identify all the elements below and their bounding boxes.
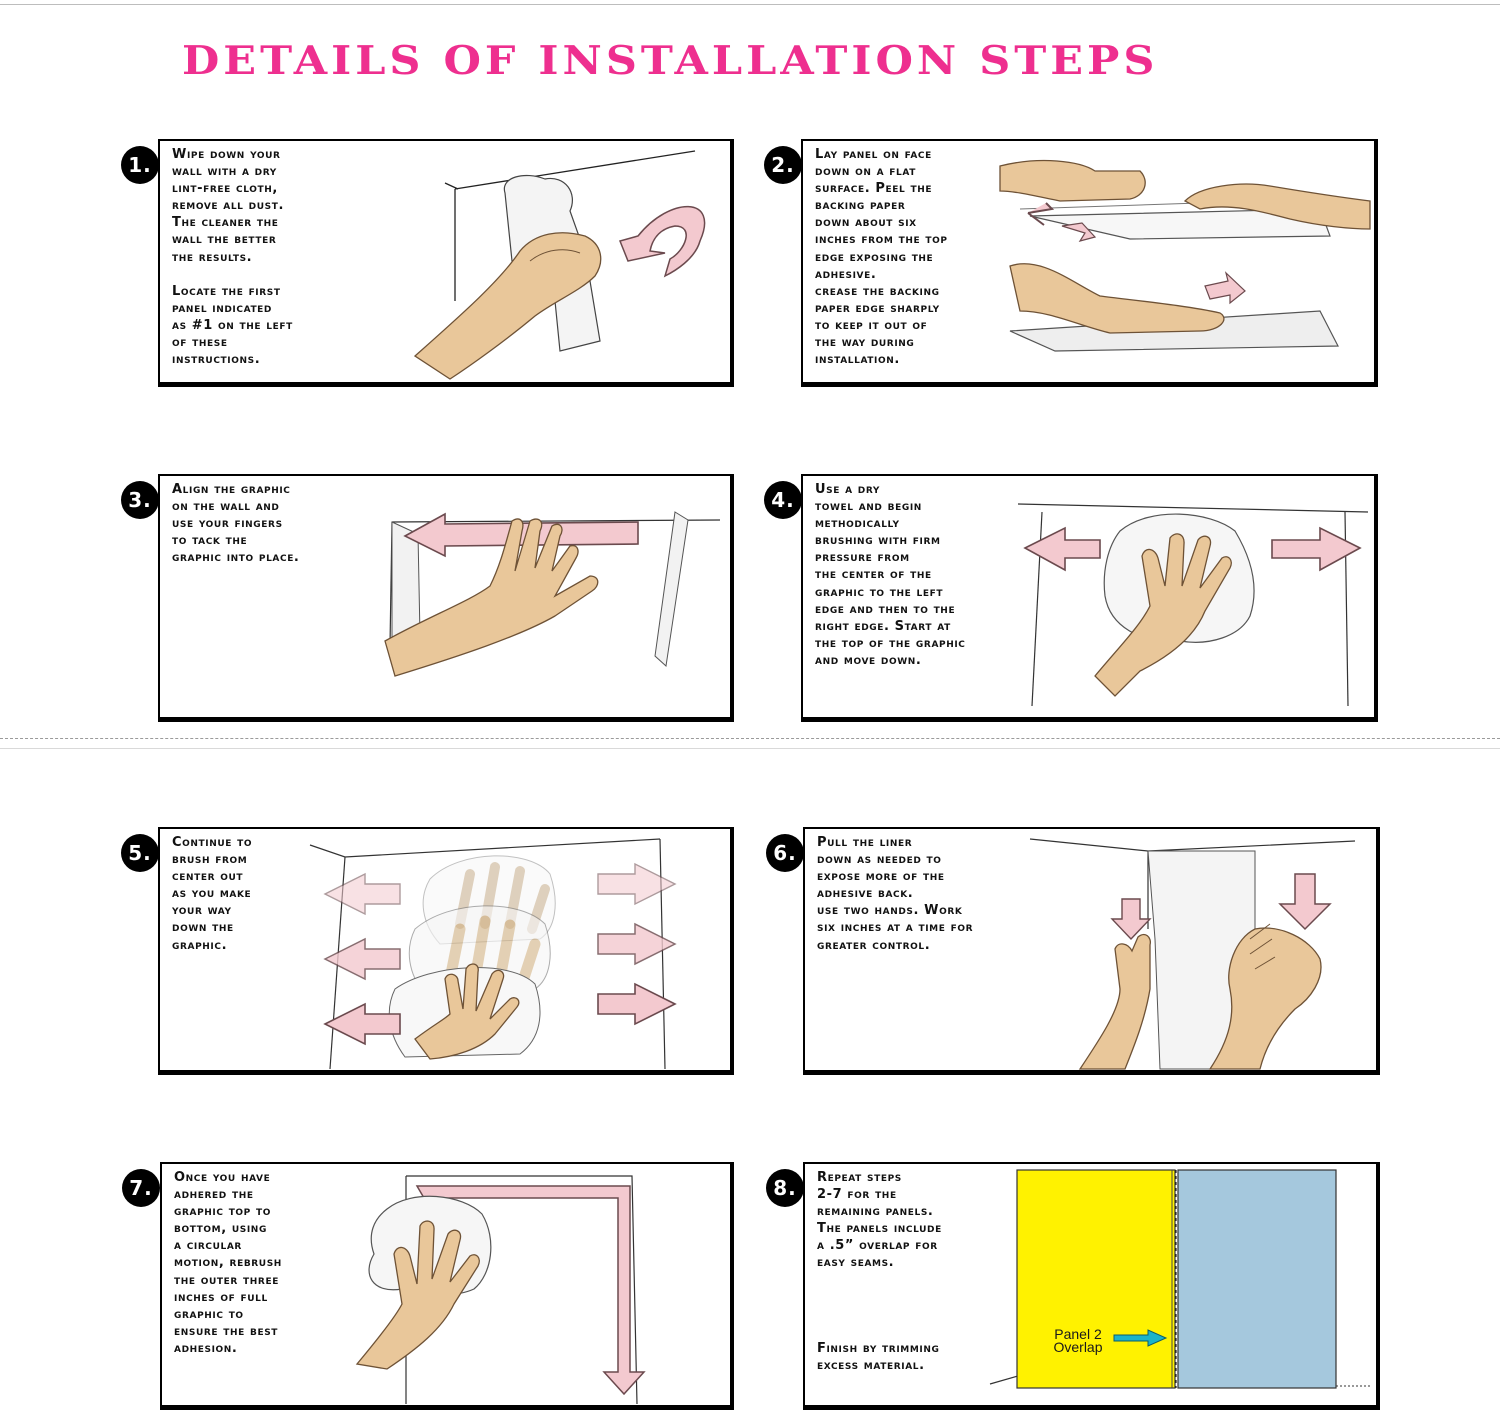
step-instructions: Lay panel on face down on a flat surface… — [815, 147, 948, 368]
step-instructions: Align the graphic on the wall and use yo… — [172, 482, 300, 566]
hand-wiping-wall-icon — [413, 150, 706, 380]
page-divider — [0, 738, 1500, 739]
step-finishing-note: Finish by trimming excess material. — [817, 1341, 940, 1374]
step-number-badge: 1. — [121, 146, 159, 184]
hands-peeling-backing-icon — [999, 159, 1371, 352]
hand-tacking-graphic-icon — [384, 511, 721, 677]
overlap-label-line-2: Overlap — [1053, 1339, 1103, 1355]
step-number-badge: 4. — [764, 481, 802, 519]
step-instructions: Repeat steps 2-7 for the remaining panel… — [817, 1170, 942, 1271]
panel-overlap-diagram — [989, 1169, 1370, 1389]
step-instructions: Pull the liner down as needed to expose … — [817, 835, 974, 953]
step-number-badge: 3. — [121, 481, 159, 519]
step-card-4 — [801, 474, 1378, 722]
page-title: DETAILS OF INSTALLATION STEPS — [182, 38, 1159, 84]
step-instructions: Use a dry towel and begin methodically b… — [815, 482, 966, 668]
step-instructions: Wipe down your wall with a dry lint-free… — [172, 147, 293, 368]
overlap-label: Panel 2 Overlap — [1038, 1326, 1118, 1355]
step-number-badge: 2. — [764, 146, 802, 184]
step-number-badge: 6. — [766, 834, 804, 872]
hand-brushing-towel-icon — [1017, 503, 1369, 707]
hands-pulling-liner-icon — [1029, 838, 1356, 1070]
panel-1-swatch — [1016, 1169, 1176, 1389]
top-rule — [0, 4, 1500, 5]
step-number-badge: 8. — [766, 1169, 804, 1207]
step-number-badge: 7. — [122, 1169, 160, 1207]
overlap-label-line-1: Panel 2 — [1054, 1326, 1102, 1342]
step-number-badge: 5. — [121, 834, 159, 872]
page-divider-shadow — [0, 748, 1500, 749]
step-card-3 — [158, 474, 734, 722]
step-instructions: Continue to brush from center out as you… — [172, 835, 253, 953]
hands-brushing-down-icon — [309, 838, 677, 1070]
panel-2-swatch — [1177, 1169, 1337, 1389]
hand-rebrushing-edges-icon — [355, 1175, 646, 1405]
step-instructions: Once you have adhered the graphic top to… — [174, 1170, 282, 1356]
